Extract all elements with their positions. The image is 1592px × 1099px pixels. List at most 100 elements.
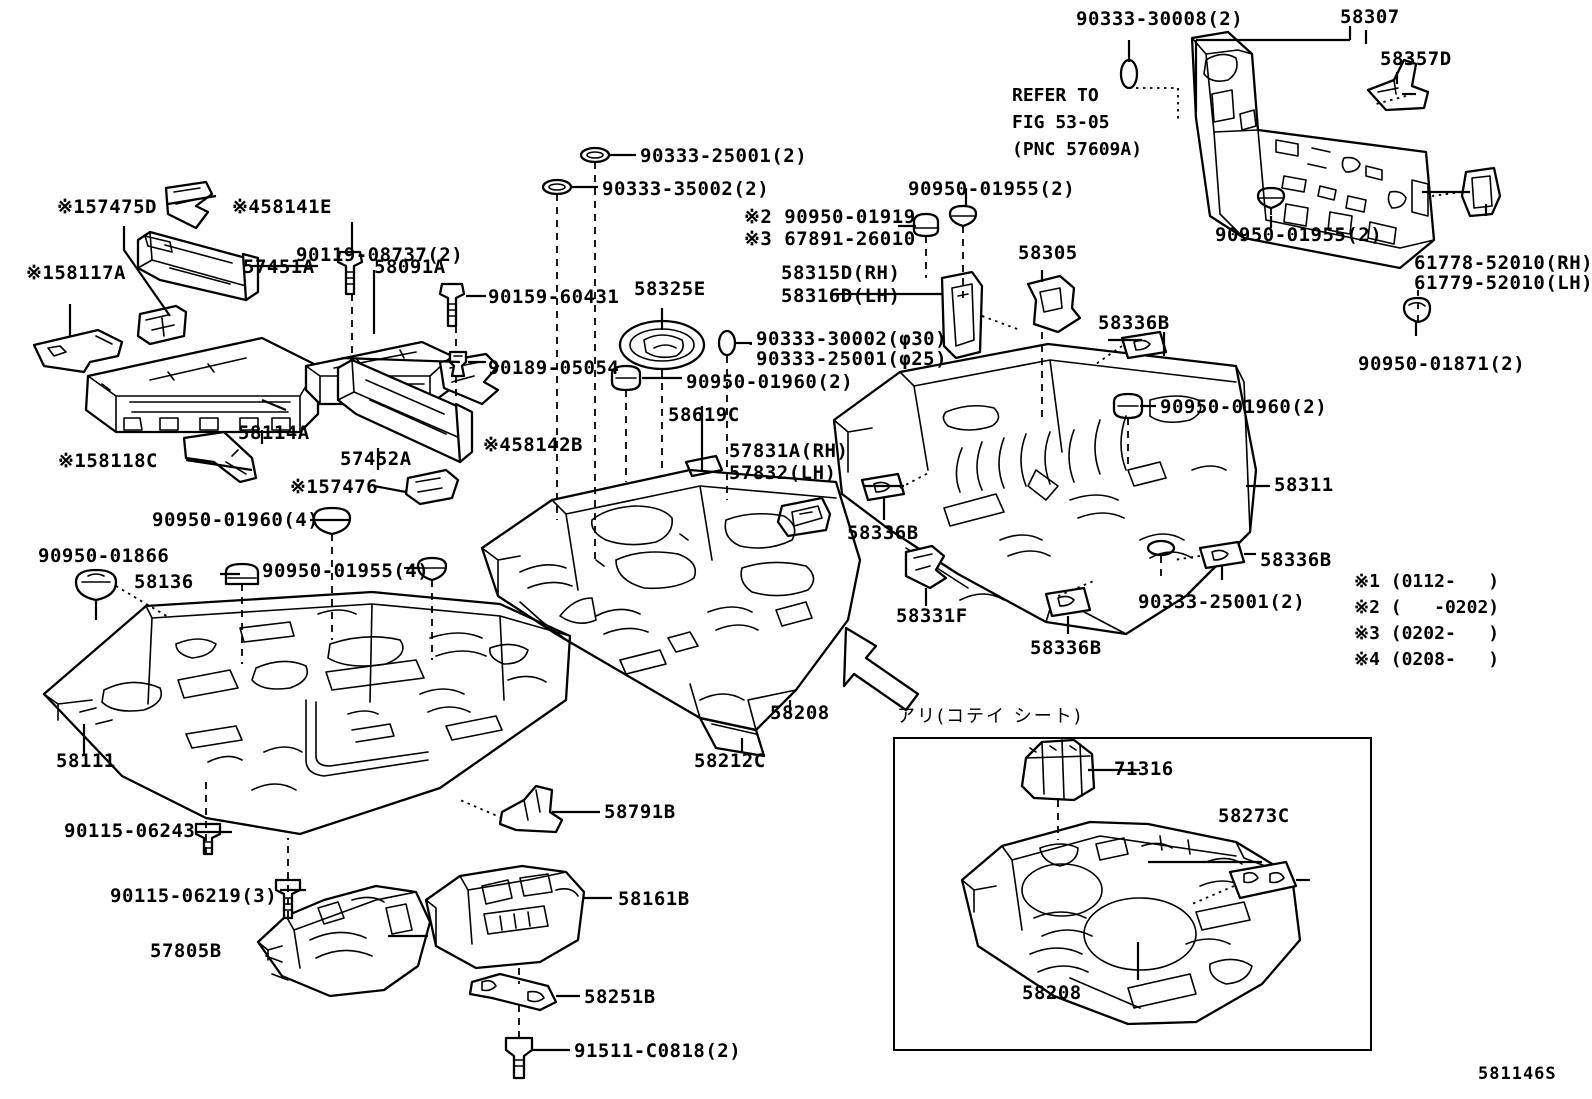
label-91511-c0818: 91511-C0818(2): [574, 1040, 742, 1062]
label-90189-05054: 90189-05054: [488, 357, 620, 379]
label-90950-01871: 90950-01871(2): [1358, 353, 1526, 375]
label-90950-01955-a: 90950-01955(2): [908, 178, 1076, 200]
label-58114a: 58114A: [238, 422, 310, 444]
label-90950-01960-a: 90950-01960(2): [686, 371, 854, 393]
label-58142b: ※458142B: [483, 434, 583, 456]
grommet-90950-01955-right: [1256, 186, 1286, 210]
part-57475d-shape: [136, 304, 188, 346]
label-58208-inset: 58208: [1022, 982, 1082, 1004]
grommet-90950-01960-b: [1112, 392, 1144, 420]
label-58141e: ※458141E: [232, 196, 332, 218]
grommet-58136: [224, 562, 260, 586]
reference-note: REFER TO FIG 53-05 (PNC 57609A): [1012, 85, 1143, 160]
part-57476-shape: [404, 468, 460, 506]
label-58273c: 58273C: [1218, 805, 1290, 827]
grommet-90950-01960-4: [312, 506, 352, 536]
label-58357d: 58357D: [1380, 48, 1452, 70]
label-90333-25001-phi25: 90333-25001(φ25): [756, 348, 948, 370]
label-58212c: 58212C: [694, 750, 766, 772]
legend-note-2: ※2 ( -0202): [1354, 597, 1500, 618]
label-57451a: 57451A: [243, 256, 315, 278]
label-61779: 61779-52010(LH): [1414, 272, 1592, 294]
legend-note-1: ※1 (0112- ): [1354, 571, 1500, 592]
part-58336b-shapes: [860, 330, 1246, 618]
label-57476: ※157476: [290, 476, 379, 498]
label-58791b: 58791B: [604, 801, 676, 823]
label-90119-08737: 90119-08737(2): [296, 244, 464, 266]
grommet-90333-35002: [541, 178, 573, 196]
part-58619c-shape: [684, 454, 724, 478]
label-71316: 71316: [1114, 758, 1174, 780]
part-57831a-shape: [776, 496, 832, 538]
part-58315d-shape: [940, 270, 984, 360]
drawing-id: 581146S: [1478, 1064, 1557, 1084]
label-90950-01866: 90950-01866: [38, 545, 170, 567]
label-90333-35002: 90333-35002(2): [602, 178, 770, 200]
inset-caption: アリ(コテイ シート): [897, 706, 1083, 727]
grommet-90333-30002-25001: [717, 329, 737, 357]
label-58091a: 58091A: [374, 256, 446, 278]
fastener-90115-06243: [194, 822, 222, 856]
label-58316d: 58316D(LH): [781, 285, 901, 307]
grommet-90950-01955-upper: [948, 204, 978, 228]
legend-note-3: ※3 (0202- ): [1354, 623, 1500, 644]
part-58791b-shape: [498, 784, 564, 834]
label-57452a: 57452A: [340, 448, 412, 470]
label-90333-25001-top: 90333-25001(2): [640, 145, 808, 167]
label-58118c: ※158118C: [58, 450, 158, 472]
inset-pointer-arrow: [842, 626, 920, 712]
part-58141e-shape: [164, 180, 214, 230]
label-58305: 58305: [1018, 242, 1078, 264]
part-58117a-shape: [32, 328, 124, 374]
fastener-90159-60431: [438, 282, 466, 328]
part-61778-shape: [1460, 166, 1502, 218]
part-58208-main-shape: [480, 468, 862, 732]
label-57805b: 57805B: [150, 940, 222, 962]
label-90159-60431: 90159-60431: [488, 286, 620, 308]
label-58136: 58136: [134, 571, 194, 593]
label-90950-01919: ※2 90950-01919: [744, 206, 916, 228]
label-90115-06219: 90115-06219(3): [110, 885, 278, 907]
label-90950-01960-b: 90950-01960(2): [1160, 396, 1328, 418]
grommet-90950-01866: [74, 568, 118, 602]
label-58331f: 58331F: [896, 605, 968, 627]
label-58325e: 58325E: [634, 278, 706, 300]
label-58336b-2: 58336B: [847, 522, 919, 544]
label-90333-30002-phi30: 90333-30002(φ30): [756, 328, 948, 350]
fastener-90115-06219: [274, 878, 302, 920]
grommet-90333-25001-top: [579, 146, 611, 164]
legend-note-4: ※4 (0208- ): [1354, 649, 1500, 670]
label-58336b-3: 58336B: [1260, 549, 1332, 571]
fastener-90189-05054: [448, 350, 468, 378]
label-58311: 58311: [1274, 474, 1334, 496]
label-90950-01955-b: 90950-01955(2): [1215, 224, 1383, 246]
part-58111-shape: [42, 590, 572, 836]
label-90950-01960-4: 90950-01960(4): [152, 509, 320, 531]
label-58161b: 58161B: [618, 888, 690, 910]
grommet-90950-01871: [1402, 296, 1432, 324]
part-57451a-shape: [136, 230, 260, 302]
label-58315d: 58315D(RH): [781, 262, 901, 284]
inset-box: [893, 737, 1372, 1051]
label-57831a: 57831A(RH): [729, 440, 849, 462]
grommet-90950-01919: [912, 212, 940, 238]
label-58336b-4: 58336B: [1030, 637, 1102, 659]
label-90950-01955-4: 90950-01955(4): [262, 560, 430, 582]
label-57475d: ※157475D: [57, 196, 157, 218]
label-61778: 61778-52010(RH): [1414, 252, 1592, 274]
label-58117a: ※158117A: [26, 262, 126, 284]
part-58251b-shape: [468, 972, 558, 1012]
part-58114a-shape: [84, 336, 320, 434]
part-58161b-shape: [424, 864, 586, 970]
part-58325e-shape: [618, 319, 706, 371]
part-57805b-shape: [256, 884, 432, 998]
label-90333-30008: 90333-30008(2): [1076, 8, 1244, 30]
label-90333-25001-b: 90333-25001(2): [1138, 591, 1306, 613]
part-58305-shape: [1026, 274, 1082, 334]
grommet-90333-25001-lower: [1146, 539, 1176, 557]
part-57452a-shape: [336, 358, 474, 464]
label-90115-06243: 90115-06243: [64, 820, 196, 842]
label-57832: 57832(LH): [729, 462, 837, 484]
label-58619c: 58619C: [668, 404, 740, 426]
